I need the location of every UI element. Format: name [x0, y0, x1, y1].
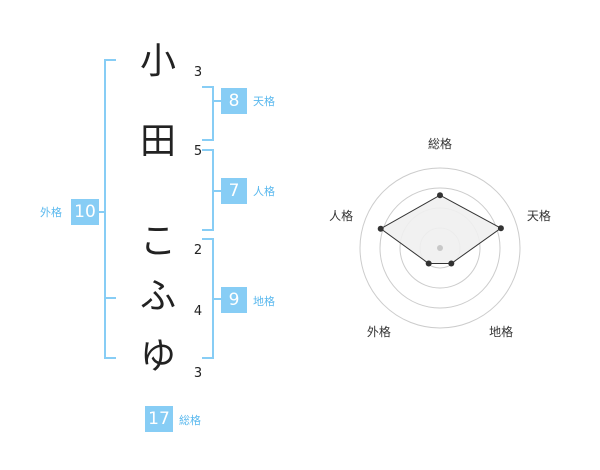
- radar-data-point: [377, 225, 384, 232]
- radar-axis-label: 人格: [329, 208, 353, 223]
- radar-axis-label: 総格: [428, 136, 452, 151]
- jinkaku-connector: [212, 190, 221, 192]
- gaikaku-bracket: [104, 59, 116, 359]
- radar-data-point: [497, 225, 504, 232]
- radar-series-area: [379, 194, 502, 264]
- name-char: ゆ: [139, 336, 176, 377]
- radar-grid-ring: [359, 167, 521, 329]
- name-char: 田: [139, 121, 176, 162]
- name-char: こ: [139, 221, 176, 262]
- radar-data-point: [448, 260, 455, 267]
- radar-data-point: [437, 192, 443, 199]
- chikaku-value: 9: [221, 287, 247, 313]
- stroke-count: 3: [193, 65, 203, 80]
- stroke-count: 3: [193, 366, 203, 381]
- gaikaku-value: 10: [71, 199, 99, 225]
- gaikaku-connector: [98, 211, 106, 213]
- name-char: 小: [139, 41, 176, 82]
- name-char: ふ: [139, 276, 176, 317]
- tenkaku-connector: [212, 100, 221, 102]
- stroke-count: 4: [193, 304, 203, 319]
- radar-data-point: [425, 260, 432, 267]
- stroke-count: 5: [193, 144, 203, 159]
- chikaku-label: 地格: [253, 295, 275, 308]
- jinkaku-value: 7: [221, 178, 247, 204]
- tenkaku-value: 8: [221, 88, 247, 114]
- soukaku-value: 17: [145, 406, 173, 432]
- tenkaku-label: 天格: [253, 95, 275, 108]
- gaikaku-label: 外格: [40, 206, 62, 219]
- gaikaku-bracket-tick: [104, 297, 116, 299]
- radar-axis-label: 天格: [527, 208, 551, 223]
- radar-axis-label: 外格: [367, 324, 391, 339]
- radar-axis-label: 地格: [489, 324, 513, 339]
- soukaku-label: 総格: [179, 414, 201, 427]
- jinkaku-label: 人格: [253, 185, 275, 198]
- stroke-count: 2: [193, 243, 203, 258]
- tenkaku-bracket: [202, 86, 214, 141]
- radar-center-dot: [437, 245, 443, 251]
- chikaku-connector: [212, 298, 221, 300]
- radar-grid-ring: [379, 187, 501, 309]
